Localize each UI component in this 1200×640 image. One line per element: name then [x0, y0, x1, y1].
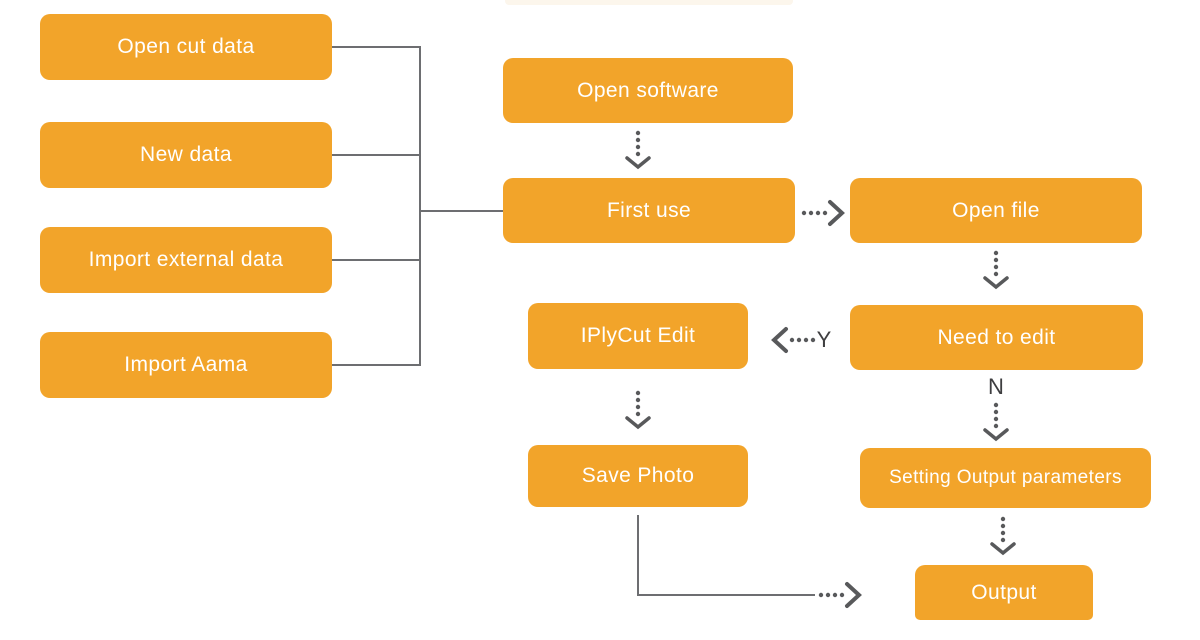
node-import-aama: Import Aama — [40, 332, 332, 398]
arrow-first-use-to-open-file — [801, 200, 845, 226]
connector-bracket-to-first-use — [419, 210, 503, 212]
node-first-use: First use — [503, 178, 795, 243]
node-iplycut-edit: IPlyCut Edit — [528, 303, 748, 369]
connector-new-data — [332, 154, 420, 156]
arrow-open-software-to-first-use — [625, 130, 651, 170]
branch-label-yes: Y — [816, 327, 832, 352]
arrow-need-to-edit-to-iplycut-edit — [771, 327, 816, 353]
connector-import-external-data — [332, 259, 420, 261]
arrow-save-photo-to-output — [818, 582, 862, 608]
arrow-open-file-to-need-to-edit — [983, 250, 1009, 290]
arrow-need-to-edit-to-setting-output — [983, 402, 1009, 442]
node-setting-output-parameters: Setting Output parameters — [860, 448, 1151, 508]
bracket-vertical-line — [419, 46, 421, 366]
connector-import-aama — [332, 364, 420, 366]
save-photo-connector-vertical — [637, 515, 639, 596]
save-photo-connector-horizontal — [637, 594, 815, 596]
node-new-data: New data — [40, 122, 332, 188]
cropped-box-remnant — [505, 0, 793, 5]
node-output: Output — [915, 565, 1093, 620]
arrow-iplycut-edit-to-save-photo — [625, 390, 651, 430]
arrow-setting-output-to-output — [990, 516, 1016, 556]
node-save-photo: Save Photo — [528, 445, 748, 507]
node-open-software: Open software — [503, 58, 793, 123]
node-import-external-data: Import external data — [40, 227, 332, 293]
node-open-cut-data: Open cut data — [40, 14, 332, 80]
branch-label-no: N — [988, 374, 1004, 399]
node-open-file: Open file — [850, 178, 1142, 243]
connector-open-cut-data — [332, 46, 420, 48]
node-need-to-edit: Need to edit — [850, 305, 1143, 370]
